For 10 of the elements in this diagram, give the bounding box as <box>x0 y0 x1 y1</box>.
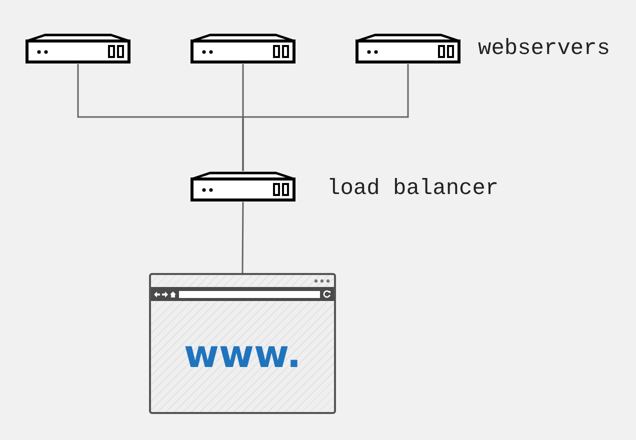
group-label: webservers <box>478 38 610 60</box>
server-unit <box>190 33 296 64</box>
server-unit <box>355 33 461 64</box>
browser-window <box>149 273 336 414</box>
website-text: www. <box>184 334 302 378</box>
server-unit <box>190 171 296 202</box>
node-caption: load balancer <box>327 178 499 200</box>
connector-line <box>242 64 409 171</box>
connector-line <box>242 202 244 273</box>
server-unit <box>25 33 131 64</box>
